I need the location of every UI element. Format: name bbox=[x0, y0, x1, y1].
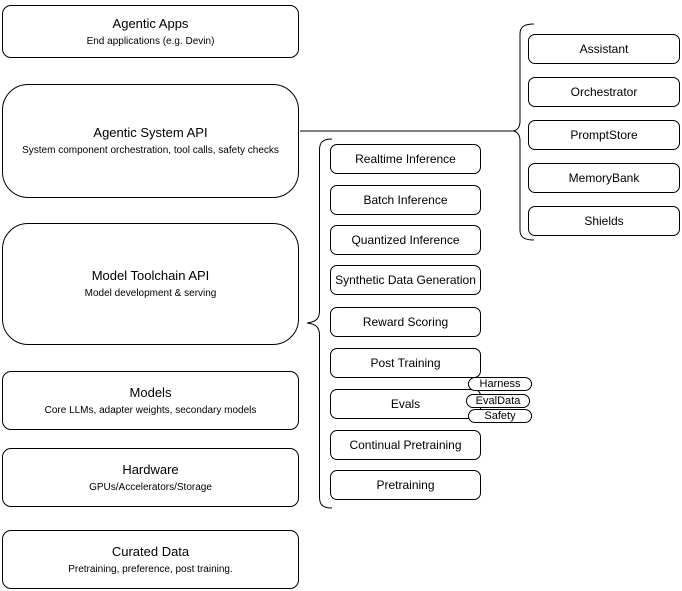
node-post-training: Post Training bbox=[330, 348, 481, 378]
node-realtime-inference: Realtime Inference bbox=[330, 144, 481, 174]
node-continual-pretraining: Continual Pretraining bbox=[330, 430, 481, 460]
node-subtitle: Core LLMs, adapter weights, secondary mo… bbox=[44, 404, 257, 416]
node-subtitle: Pretraining, preference, post training. bbox=[68, 563, 233, 575]
node-agentic-system-api: Agentic System API System component orch… bbox=[2, 84, 299, 198]
node-agentic-apps: Agentic Apps End applications (e.g. Devi… bbox=[2, 5, 299, 58]
node-pretraining: Pretraining bbox=[330, 470, 481, 500]
node-shields: Shields bbox=[528, 206, 680, 236]
node-eval-tag-safety: Safety bbox=[468, 409, 532, 423]
node-evals: Evals bbox=[330, 389, 481, 419]
node-title: Curated Data bbox=[111, 543, 190, 559]
node-title: Agentic System API bbox=[93, 125, 208, 140]
node-eval-tag-evaldata: EvalData bbox=[466, 394, 530, 408]
node-promptstore: PromptStore bbox=[528, 120, 680, 150]
node-synthetic-data-generation: Synthetic Data Generation bbox=[330, 265, 481, 295]
node-memorybank: MemoryBank bbox=[528, 163, 680, 193]
node-quantized-inference: Quantized Inference bbox=[330, 225, 481, 255]
node-subtitle: GPUs/Accelerators/Storage bbox=[89, 481, 212, 493]
toolchain-group-brace bbox=[306, 138, 333, 509]
node-title: Models bbox=[129, 384, 172, 400]
node-curated-data: Curated Data Pretraining, preference, po… bbox=[2, 530, 299, 589]
node-orchestrator: Orchestrator bbox=[528, 77, 680, 107]
node-title: Hardware bbox=[122, 461, 179, 477]
node-title: Agentic Apps bbox=[112, 15, 189, 31]
node-models: Models Core LLMs, adapter weights, secon… bbox=[2, 371, 299, 430]
node-subtitle: End applications (e.g. Devin) bbox=[86, 35, 215, 47]
node-eval-tag-harness: Harness bbox=[468, 377, 532, 391]
node-batch-inference: Batch Inference bbox=[330, 185, 481, 215]
node-reward-scoring: Reward Scoring bbox=[330, 307, 481, 337]
node-title: Model Toolchain API bbox=[91, 268, 210, 283]
node-hardware: Hardware GPUs/Accelerators/Storage bbox=[2, 448, 299, 507]
node-subtitle: System component orchestration, tool cal… bbox=[22, 145, 279, 156]
node-model-toolchain-api: Model Toolchain API Model development & … bbox=[2, 223, 299, 345]
node-subtitle: Model development & serving bbox=[84, 288, 217, 299]
node-assistant: Assistant bbox=[528, 34, 680, 64]
